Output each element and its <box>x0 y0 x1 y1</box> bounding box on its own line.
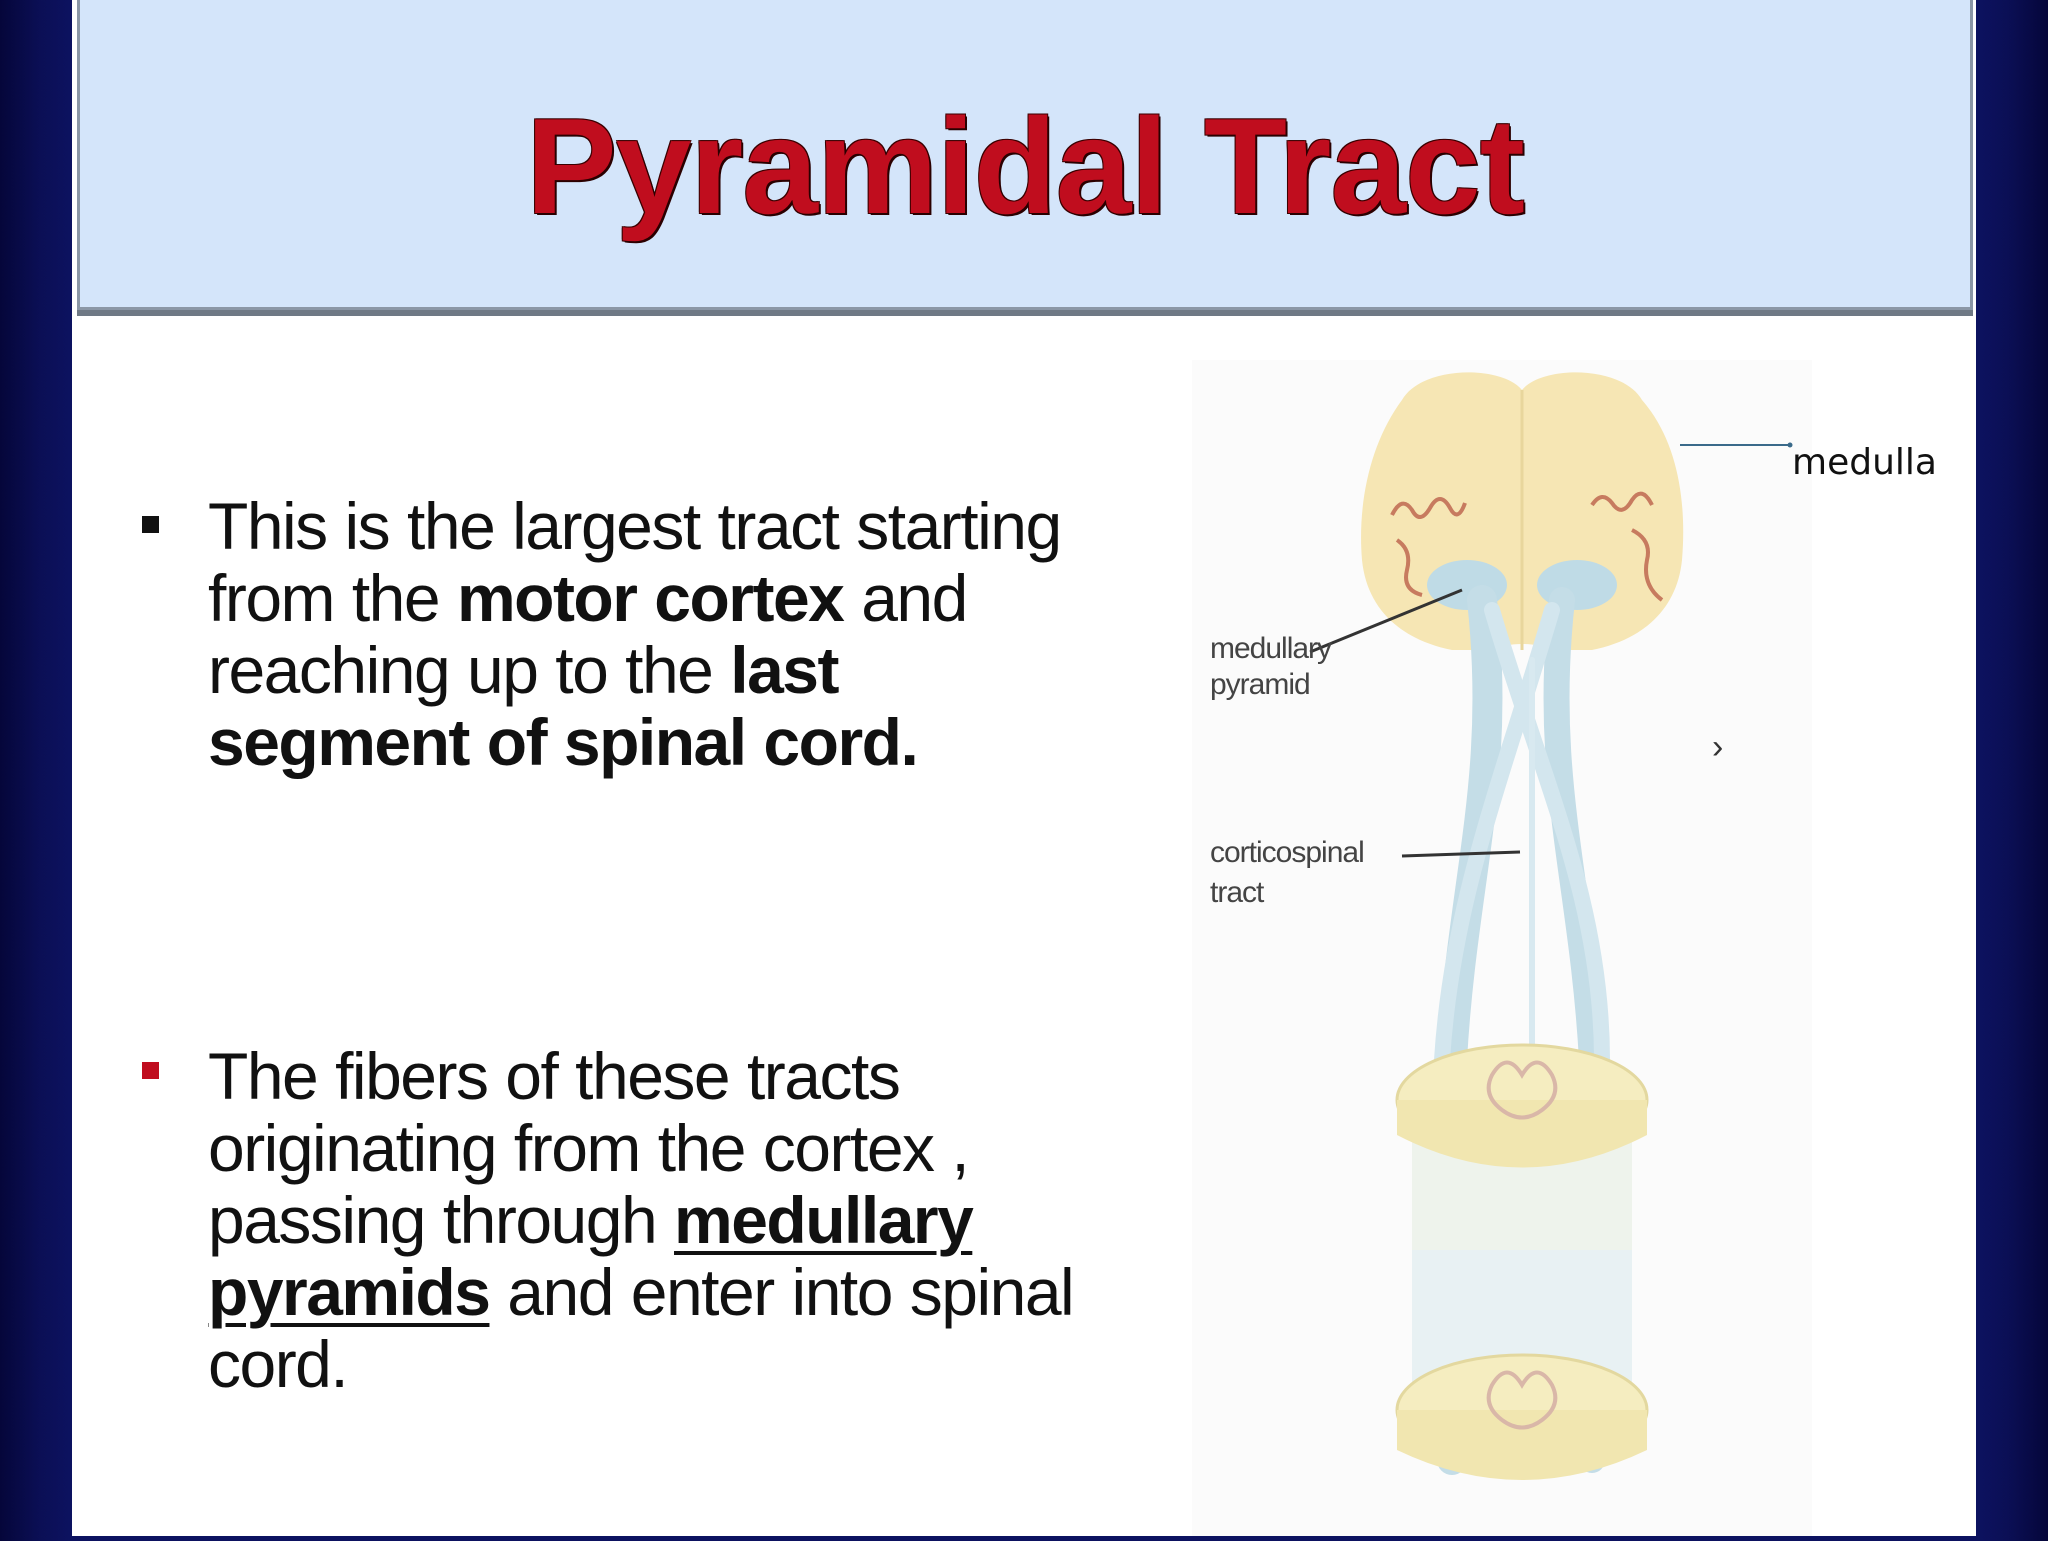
bullet-1-bold-last-segment: last segment of spinal cord. <box>208 633 919 779</box>
bullet-text-1: This is the largest tract starting from … <box>208 490 1088 778</box>
bullet-square-icon <box>142 516 159 533</box>
title-bar: Pyramidal Tract <box>77 0 1973 310</box>
slide: Pyramidal Tract This is the largest trac… <box>72 0 1976 1536</box>
bullet-text-2: The fibers of these tracts originating f… <box>208 1040 1088 1400</box>
bullet-2-text-a: The fibers of these tracts originating f… <box>208 1039 970 1257</box>
bullet-1-text-a: This is the largest tract starting from … <box>208 489 1062 635</box>
bullet-1-text-b: and reaching up to the <box>208 561 968 707</box>
diagram-illustration <box>1192 360 1812 1536</box>
pyramidal-tract-diagram: medulla medullary pyramid corticospinal … <box>1122 360 1982 1536</box>
spinal-cord-segment-1 <box>1395 1043 1649 1260</box>
corticospinal-tract-label-line1: corticospinal <box>1210 836 1365 869</box>
medulla-label: medulla <box>1792 442 1937 483</box>
arrow-marker-icon: › <box>1712 728 1723 766</box>
bullet-2-text-b: and enter into spinal cord. <box>208 1255 1075 1401</box>
spinal-cord-segment-2 <box>1395 1250 1649 1480</box>
corticospinal-tract-label-line2: tract <box>1210 876 1264 909</box>
medulla-section <box>1361 372 1684 650</box>
bullet-1-bold-motor-cortex: motor cortex <box>456 561 845 635</box>
medullary-pyramid-label-line2: pyramid <box>1210 668 1311 701</box>
bullet-2-bold-medullary-pyramids: medullary pyramids <box>208 1183 974 1329</box>
medullary-pyramid-label-line1: medullary <box>1210 632 1332 665</box>
slide-title: Pyramidal Tract <box>526 90 1525 242</box>
bullet-square-red-icon <box>142 1062 159 1079</box>
